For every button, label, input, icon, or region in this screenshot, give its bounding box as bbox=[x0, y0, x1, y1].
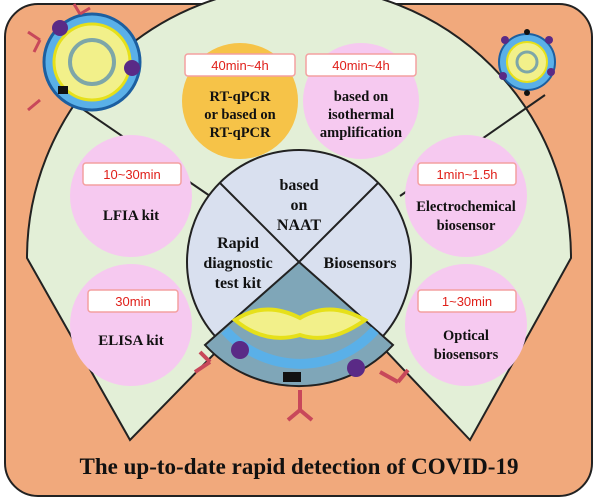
item-label-line: RT-qPCR bbox=[210, 89, 272, 105]
antibody-icon bbox=[379, 368, 410, 384]
center-top-label-line: NAAT bbox=[277, 217, 321, 234]
center-left-label-line: Rapid bbox=[217, 235, 259, 252]
item-circle-electrochemical bbox=[405, 135, 527, 257]
inner-divider-right bbox=[298, 182, 379, 263]
virus-rna bbox=[231, 307, 369, 340]
antibody-icon bbox=[286, 390, 314, 422]
virus-icon-top-left bbox=[27, 3, 142, 112]
item-label-line: isothermal bbox=[328, 107, 394, 123]
time-badge-text: 1~30min bbox=[442, 294, 492, 309]
diagram-title: The up-to-date rapid detection of COVID-… bbox=[80, 454, 519, 479]
item-lfia: 10~30min LFIA kit bbox=[70, 135, 192, 257]
item-label-line: or based on bbox=[204, 107, 275, 123]
virus-protein-icon bbox=[347, 359, 365, 377]
item-label-line: LFIA kit bbox=[103, 208, 159, 224]
center-left-label-line: diagnostic bbox=[203, 255, 272, 272]
item-elisa: 30min ELISA kit bbox=[70, 264, 192, 386]
item-circle-lfia bbox=[70, 135, 192, 257]
center-top-label-line: based bbox=[279, 177, 318, 194]
item-label-line: Optical bbox=[443, 328, 489, 344]
item-optical: 1~30min Optical biosensors bbox=[405, 264, 527, 386]
virus-marker-icon bbox=[283, 372, 301, 382]
time-badge bbox=[87, 289, 179, 313]
item-label-line: biosensors bbox=[434, 347, 499, 363]
item-label-line: RT-qPCR bbox=[210, 125, 272, 141]
item-rt-qpcr: 40min~4h RT-qPCR or based on RT-qPCR bbox=[182, 43, 298, 159]
time-badge bbox=[82, 162, 182, 186]
time-badge bbox=[184, 53, 296, 77]
item-circle-optical bbox=[405, 264, 527, 386]
inner-divider-left bbox=[219, 182, 300, 263]
time-badge-text: 40min~4h bbox=[211, 58, 268, 73]
item-circle-elisa bbox=[70, 264, 192, 386]
item-label-line: Electrochemical bbox=[416, 199, 516, 215]
time-badge-text: 1min~1.5h bbox=[436, 167, 497, 182]
time-badge bbox=[305, 53, 417, 77]
item-label-line: amplification bbox=[320, 125, 402, 141]
time-badge-text: 10~30min bbox=[103, 167, 160, 182]
item-label-line: based on bbox=[334, 89, 388, 105]
item-label-line: ELISA kit bbox=[98, 333, 163, 349]
virus-icon-top-right bbox=[498, 29, 556, 96]
time-badge-text: 30min bbox=[115, 294, 150, 309]
time-badge bbox=[417, 162, 517, 186]
time-badge bbox=[417, 289, 517, 313]
center-top-label-line: on bbox=[291, 197, 308, 214]
item-isothermal: 40min~4h based on isothermal amplificati… bbox=[303, 43, 419, 159]
antibody-icon bbox=[193, 350, 212, 374]
virus-protein-icon bbox=[231, 341, 249, 359]
item-label-line: biosensor bbox=[437, 218, 496, 234]
time-badge-text: 40min~4h bbox=[332, 58, 389, 73]
center-left-label-line: test kit bbox=[215, 275, 262, 292]
item-electrochemical: 1min~1.5h Electrochemical biosensor bbox=[405, 135, 527, 257]
center-right-label: Biosensors bbox=[324, 255, 397, 272]
